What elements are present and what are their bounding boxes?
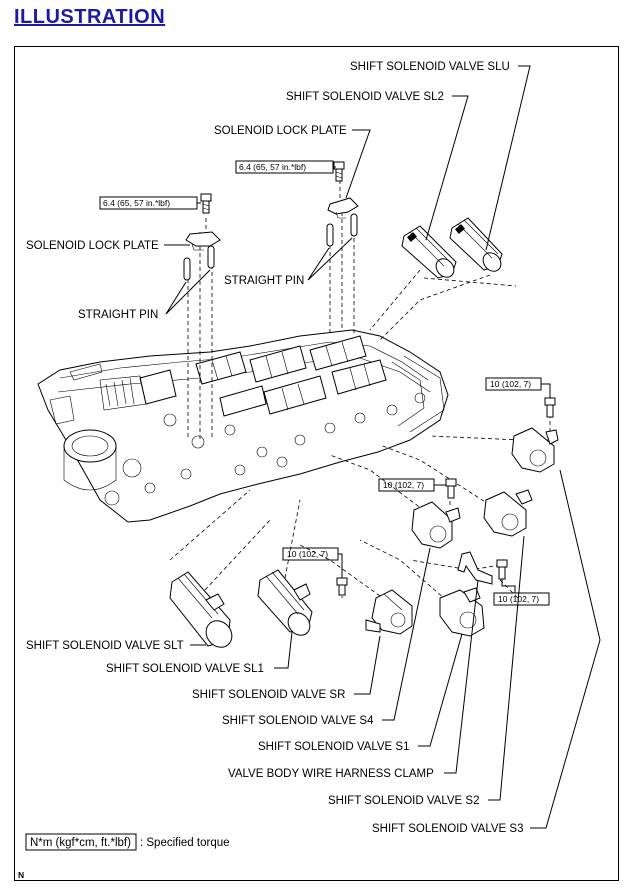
torque-label-5: 10 (102, 7) [287, 549, 328, 559]
torque-box-4: 10 (102, 7) [378, 478, 435, 492]
label-wire-harness-clamp: VALVE BODY WIRE HARNESS CLAMP [228, 768, 434, 780]
label-s1: SHIFT SOLENOID VALVE S1 [258, 741, 409, 753]
bolt-clamp [496, 559, 508, 580]
torque-legend: N*m (kgf*cm, ft.*lbf) : Specified torque [25, 833, 230, 851]
solenoid-slu [449, 217, 503, 272]
valve-body [37, 329, 449, 523]
solenoid-s1 [439, 587, 485, 637]
legend-unit-box: N*m (kgf*cm, ft.*lbf) [30, 837, 131, 849]
solenoid-sl1 [257, 569, 313, 636]
torque-label-4: 10 (102, 7) [383, 480, 424, 490]
torque-box-6: 10 (102, 7) [493, 592, 550, 606]
torque-box-2: 6.4 (65, 57 in.*lbf) [235, 160, 334, 174]
diagram-frame [14, 46, 619, 881]
straight-pin-left-pair [183, 245, 215, 281]
solenoid-sr [365, 589, 413, 635]
label-slt: SHIFT SOLENOID VALVE SLT [26, 640, 184, 652]
label-lock-plate-right: SOLENOID LOCK PLATE [214, 125, 347, 137]
label-slu: SHIFT SOLENOID VALVE SLU [350, 61, 510, 73]
bolt-s3 [544, 397, 556, 418]
torque-label-1: 6.4 (65, 57 in.*lbf) [103, 198, 170, 208]
page-heading: ILLUSTRATION [14, 6, 166, 28]
label-s4: SHIFT SOLENOID VALVE S4 [222, 715, 374, 727]
solenoid-lock-plate-right [327, 197, 359, 219]
bolt-left [200, 193, 212, 214]
legend-text: : Specified torque [140, 837, 230, 849]
torque-label-2: 6.4 (65, 57 in.*lbf) [239, 162, 306, 172]
label-straight-pin-left: STRAIGHT PIN [78, 309, 158, 321]
bolt-s4 [445, 478, 457, 499]
corner-mark: N [18, 870, 24, 880]
solenoid-s2 [483, 489, 533, 537]
torque-box-5: 10 (102, 7) [282, 547, 339, 561]
solenoid-sl2 [401, 225, 457, 279]
label-sl1: SHIFT SOLENOID VALVE SL1 [106, 663, 264, 675]
label-s3: SHIFT SOLENOID VALVE S3 [372, 823, 523, 835]
leader-lines [164, 65, 601, 829]
bolt-sr [336, 577, 348, 596]
label-sl2: SHIFT SOLENOID VALVE SL2 [286, 91, 444, 103]
label-s2: SHIFT SOLENOID VALVE S2 [328, 795, 479, 807]
straight-pin-right-pair [326, 213, 358, 247]
torque-box-3: 10 (102, 7) [485, 377, 542, 391]
torque-label-3: 10 (102, 7) [490, 379, 531, 389]
solenoid-lock-plate-left [185, 231, 221, 251]
torque-box-1: 6.4 (65, 57 in.*lbf) [99, 196, 198, 210]
bolt-right-top [333, 161, 345, 182]
label-straight-pin-right: STRAIGHT PIN [224, 275, 304, 287]
solenoid-s4 [411, 501, 461, 549]
label-sr: SHIFT SOLENOID VALVE SR [192, 689, 345, 701]
solenoid-s3 [511, 427, 559, 473]
label-lock-plate-left: SOLENOID LOCK PLATE [26, 240, 159, 252]
solenoid-slt [169, 571, 233, 648]
wire-harness-clamp [457, 551, 493, 585]
